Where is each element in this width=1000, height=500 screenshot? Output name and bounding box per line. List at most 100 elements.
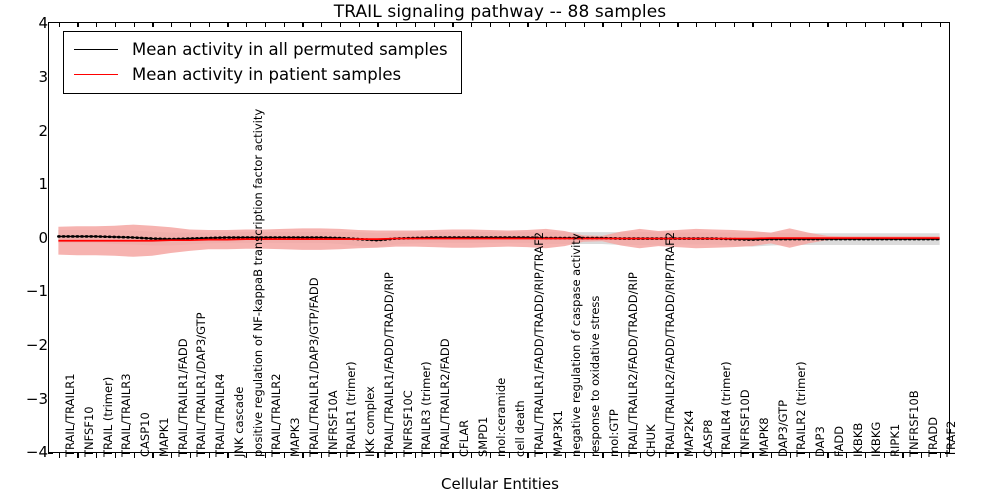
x-tick-mark bbox=[939, 22, 942, 27]
x-tick-label: IKBKG bbox=[869, 421, 884, 457]
x-tick-mark bbox=[358, 22, 360, 27]
x-tick-label: TRAILR4 (trimer) bbox=[719, 361, 734, 457]
x-tick-mark bbox=[583, 22, 585, 27]
y-tick-label: 4 bbox=[38, 14, 48, 33]
x-tick-label: MAPK3 bbox=[288, 417, 303, 457]
x-tick-mark bbox=[414, 453, 417, 458]
x-tick-label: TRAIL/TRAILR1 bbox=[63, 373, 78, 457]
x-tick-mark bbox=[396, 22, 398, 27]
x-tick-mark bbox=[133, 453, 135, 458]
x-tick-label: TNFRSF10D bbox=[738, 389, 753, 457]
x-tick-mark bbox=[208, 22, 210, 27]
legend-label-patient: Mean activity in patient samples bbox=[132, 65, 402, 84]
x-tick-mark bbox=[752, 22, 754, 27]
x-tick-label: mol:ceramide bbox=[494, 377, 509, 457]
x-tick-label: IKBKB bbox=[850, 422, 865, 457]
x-tick-mark bbox=[246, 22, 248, 27]
plot-svg bbox=[57, 224, 941, 257]
x-tick-mark bbox=[58, 453, 60, 458]
x-tick-label: TRAIL/TRAILR1/DAP3/GTP bbox=[194, 312, 209, 457]
x-tick-mark bbox=[546, 453, 548, 458]
x-tick-mark bbox=[114, 453, 117, 458]
x-tick-mark bbox=[658, 22, 660, 27]
x-tick-mark bbox=[527, 22, 529, 27]
x-tick-mark bbox=[377, 22, 379, 27]
x-tick-mark bbox=[377, 453, 379, 458]
y-tick-label: 3 bbox=[38, 67, 48, 86]
x-tick-label: TRAIL/TRAILR3 bbox=[119, 373, 134, 457]
x-tick-mark bbox=[733, 22, 735, 27]
x-tick-mark bbox=[902, 453, 904, 458]
x-tick-label: SMPD1 bbox=[475, 416, 490, 457]
x-tick-mark bbox=[339, 22, 342, 27]
x-tick-mark bbox=[789, 22, 792, 27]
x-tick-mark bbox=[733, 453, 735, 458]
x-tick-mark bbox=[171, 22, 173, 27]
legend-item: Mean activity in all permuted samples bbox=[74, 37, 448, 62]
x-tick-mark bbox=[189, 453, 192, 458]
x-tick-mark bbox=[714, 22, 717, 27]
x-tick-mark bbox=[433, 22, 435, 27]
x-tick-mark bbox=[77, 453, 79, 458]
x-tick-mark bbox=[771, 22, 773, 27]
x-tick-label: DAP3/GTP bbox=[775, 399, 790, 457]
x-tick-label: TRAILR1 (trimer) bbox=[344, 361, 359, 457]
x-tick-label: cell death bbox=[513, 400, 528, 457]
x-tick-mark bbox=[246, 453, 248, 458]
x-tick-mark bbox=[714, 453, 717, 458]
x-tick-mark bbox=[564, 453, 567, 458]
x-tick-label: TRAIL/TRAILR1/FADD/TRADD/RIP/TRAF2 bbox=[531, 231, 546, 457]
x-tick-label: TRAIL/TRAILR1/FADD bbox=[175, 338, 190, 457]
x-tick-mark bbox=[939, 453, 942, 458]
x-tick-mark bbox=[114, 22, 117, 27]
x-tick-mark bbox=[433, 453, 435, 458]
legend-line-patient bbox=[74, 74, 118, 75]
y-tick-label: −3 bbox=[25, 389, 48, 408]
x-tick-label: positive regulation of NF-kappaB transcr… bbox=[250, 108, 265, 457]
x-tick-mark bbox=[621, 453, 623, 458]
x-tick-mark bbox=[883, 22, 885, 27]
x-tick-mark bbox=[96, 453, 98, 458]
x-tick-label: TNFRSF10B bbox=[906, 390, 921, 457]
x-tick-mark bbox=[864, 453, 867, 458]
y-tick-label: −2 bbox=[25, 336, 48, 355]
x-tick-label: CASP10 bbox=[138, 412, 153, 457]
x-tick-label: IKK complex bbox=[363, 386, 378, 457]
x-tick-mark bbox=[96, 22, 98, 27]
x-tick-label: TRAILR3 (trimer) bbox=[419, 361, 434, 457]
x-tick-mark bbox=[302, 22, 304, 27]
x-tick-label: TRAF2 bbox=[944, 420, 959, 457]
x-tick-mark bbox=[546, 22, 548, 27]
x-tick-mark bbox=[827, 453, 829, 458]
x-tick-label: JNK cascade bbox=[231, 386, 246, 457]
x-tick-mark bbox=[471, 453, 473, 458]
x-axis-label: Cellular Entities bbox=[441, 475, 559, 493]
x-tick-mark bbox=[527, 453, 529, 458]
x-tick-label: TNFSF10 bbox=[81, 406, 96, 457]
x-tick-label: TNFRSF10A bbox=[325, 390, 340, 457]
x-tick-mark bbox=[321, 22, 323, 27]
x-tick-mark bbox=[321, 453, 323, 458]
x-tick-label: TRAILR2 (trimer) bbox=[794, 361, 809, 457]
y-tick-label: 0 bbox=[38, 228, 48, 247]
x-tick-mark bbox=[152, 453, 154, 458]
x-tick-label: TRAIL/TRAILR1/FADD/TRADD/RIP bbox=[381, 272, 396, 457]
x-tick-mark bbox=[339, 453, 342, 458]
x-tick-mark bbox=[621, 22, 623, 27]
x-tick-mark bbox=[921, 22, 923, 27]
patient-mean-line bbox=[58, 237, 940, 242]
x-tick-mark bbox=[883, 453, 885, 458]
x-tick-mark bbox=[583, 453, 585, 458]
x-tick-mark bbox=[752, 453, 754, 458]
x-tick-mark bbox=[171, 453, 173, 458]
x-tick-mark bbox=[283, 22, 285, 27]
patient-std-band bbox=[58, 224, 940, 257]
x-tick-mark bbox=[489, 22, 492, 27]
x-tick-label: MAP2K4 bbox=[681, 410, 696, 457]
x-tick-mark bbox=[302, 453, 304, 458]
x-tick-mark bbox=[808, 22, 810, 27]
x-tick-label: FADD bbox=[831, 425, 846, 457]
x-tick-mark bbox=[489, 453, 492, 458]
x-tick-label: negative regulation of caspase activity bbox=[569, 233, 584, 457]
chart-title: TRAIL signaling pathway -- 88 samples bbox=[333, 2, 667, 22]
